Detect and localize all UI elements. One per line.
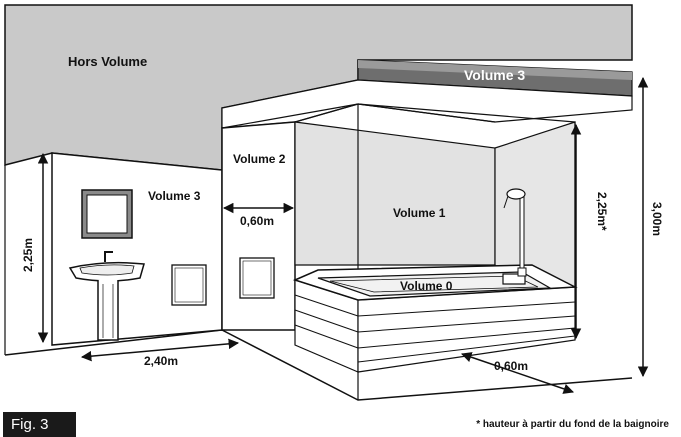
dim-floor-width: 2,40m — [144, 354, 178, 368]
dim-volume2-width: 0,60m — [240, 214, 274, 228]
dim-tub-offset: 0,60m — [494, 359, 528, 373]
panel-volume2-wall — [239, 257, 275, 299]
shower-icon — [502, 188, 527, 285]
volume1-ceiling-edge — [357, 103, 576, 123]
bathtub-basin — [317, 271, 553, 297]
sink-icon — [68, 189, 145, 341]
label-volume2: Volume 2 — [233, 152, 286, 166]
dim-left-height: 2,25m — [21, 238, 35, 272]
label-volume3-top: Volume 3 — [464, 67, 525, 83]
bathtub-basin-inner — [329, 275, 539, 293]
dim-ceiling-height: 3,00m — [650, 202, 664, 236]
label-volume0: Volume 0 — [400, 279, 453, 293]
dim-arrow-floor-width — [80, 338, 240, 362]
footnote: * hauteur à partir du fond de la baignoi… — [476, 419, 669, 430]
bathtub — [292, 264, 578, 373]
label-hors-volume: Hors Volume — [68, 54, 147, 69]
bathtub-stripes — [294, 294, 576, 363]
panel-sink-wall — [171, 264, 207, 306]
figure-label: Fig. 3 — [3, 412, 76, 437]
volume1-back-wall — [294, 121, 496, 266]
volume2-ceiling-edge — [294, 103, 359, 123]
dim-arrow-tub-offset — [461, 352, 574, 394]
ceiling-inner-line — [221, 103, 359, 129]
ceiling-inner-line-2 — [357, 103, 496, 123]
sink-wall — [51, 152, 223, 346]
panel-volume2-wall-inner — [242, 260, 272, 296]
dim-tub-height: 2,25m* — [595, 192, 609, 231]
label-volume1: Volume 1 — [393, 206, 446, 220]
volume3-ceiling-top — [358, 60, 632, 80]
panel-sink-wall-inner — [174, 267, 204, 303]
label-volume3-left: Volume 3 — [148, 189, 201, 203]
